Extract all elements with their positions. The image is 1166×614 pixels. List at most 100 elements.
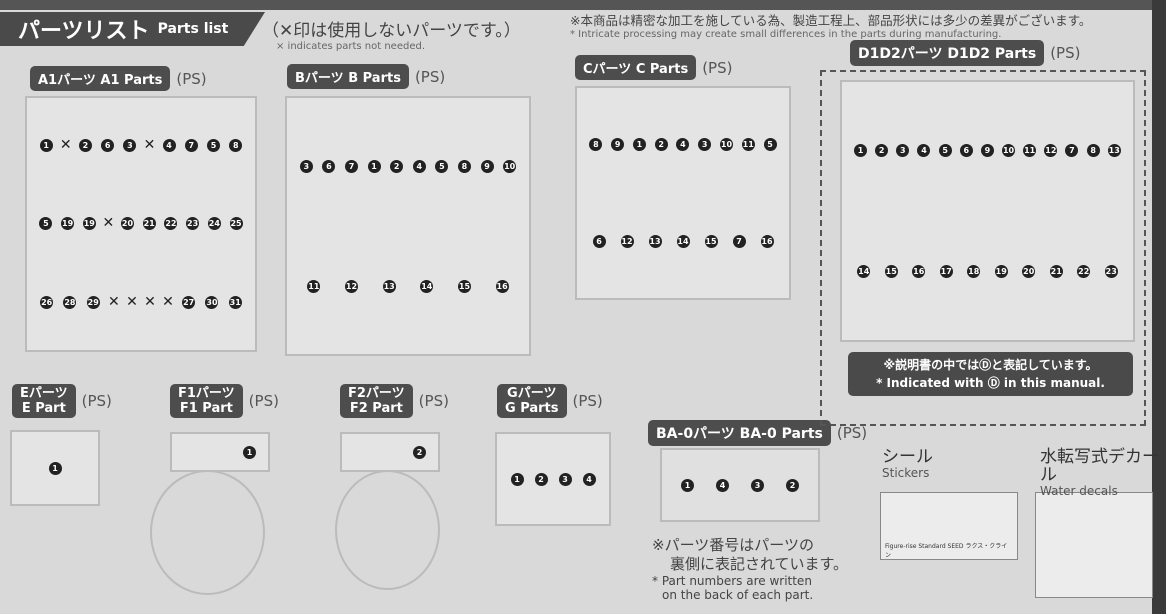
- part-number: 1: [854, 144, 868, 157]
- part-number: 19: [994, 265, 1008, 278]
- part-number: 10: [503, 159, 517, 173]
- part-number: 6: [101, 138, 115, 152]
- part-number: 12: [1044, 144, 1058, 157]
- section-label-b: Bパーツ B Parts(PS): [287, 64, 445, 89]
- label-jp: F2パーツ: [348, 386, 405, 401]
- part-number: 10: [1002, 144, 1016, 157]
- label-en: D1D2 Parts: [947, 46, 1037, 62]
- material: (PS): [1050, 44, 1081, 62]
- label-en: E Part: [21, 401, 66, 416]
- top-band: [0, 0, 1166, 10]
- label-jp: Eパーツ: [20, 386, 68, 401]
- page-title: パーツリスト Parts list: [0, 12, 265, 46]
- material: (PS): [176, 69, 207, 88]
- part-number: 28: [63, 296, 77, 310]
- part-number: 7: [184, 138, 198, 152]
- part-number: 13: [382, 279, 396, 293]
- label-jp: F1パーツ: [178, 386, 235, 401]
- section-label-c: Cパーツ C Parts(PS): [575, 55, 732, 80]
- part-number: 9: [611, 138, 625, 151]
- part-number: 4: [162, 138, 176, 152]
- note-jp-2: 裏側に表記されています。: [670, 555, 849, 573]
- label-jp: BA-0パーツ: [656, 426, 735, 442]
- part-number: 31: [228, 296, 242, 310]
- unused-mark: ✕: [108, 294, 120, 311]
- part-number: 4: [582, 472, 596, 486]
- label-jp: A1パーツ: [38, 73, 96, 88]
- part-number: 2: [78, 138, 92, 152]
- part-number: 1: [48, 461, 62, 475]
- label-jp: Gパーツ: [507, 386, 557, 401]
- runner-f2: 2: [340, 432, 440, 472]
- part-number: 5: [39, 217, 53, 231]
- part-number: 2: [875, 144, 889, 157]
- part-number: 24: [207, 217, 221, 231]
- unused-mark: ✕: [144, 294, 156, 311]
- part-number: 1: [367, 159, 381, 173]
- part-number: 1: [243, 446, 256, 459]
- part-number: 7: [344, 159, 358, 173]
- material: (PS): [81, 392, 112, 410]
- part-number: 6: [959, 144, 973, 157]
- part-number: 7: [1065, 144, 1079, 157]
- label-jp: Bパーツ: [295, 71, 344, 86]
- part-number: 2: [390, 159, 404, 173]
- part-number: 1: [681, 478, 694, 492]
- d1d2-dashed-frame: [820, 70, 1146, 426]
- part-number: 3: [299, 159, 313, 173]
- part-number: 2: [654, 138, 668, 151]
- part-number: 1: [632, 138, 646, 151]
- part-number: 18: [967, 265, 981, 278]
- note-en-1: * Part numbers are written: [652, 574, 812, 588]
- part-number: 4: [676, 138, 690, 151]
- part-number: 21: [142, 217, 156, 231]
- stickers-jp: シール: [882, 447, 933, 467]
- part-number: 22: [1077, 265, 1091, 278]
- part-number: 22: [164, 217, 178, 231]
- part-number: 6: [592, 235, 606, 248]
- precision-note-jp: ※本商品は精密な加工を施している為、製造工程上、部品形状には多少の差異がございま…: [570, 13, 1092, 28]
- section-label-ba0: BA-0パーツ BA-0 Parts(PS): [648, 420, 867, 446]
- label-en: B Parts: [348, 71, 401, 86]
- part-number: 29: [86, 296, 100, 310]
- part-number: 9: [980, 144, 994, 157]
- part-number: 8: [457, 159, 471, 173]
- part-number: 3: [751, 478, 764, 492]
- label-en: F1 Part: [179, 401, 233, 416]
- material: (PS): [572, 392, 603, 410]
- part-number: 7: [732, 235, 746, 248]
- decal-sheet: [1035, 492, 1153, 598]
- part-number: 15: [884, 265, 898, 278]
- note-jp-1: ※パーツ番号はパーツの: [652, 536, 814, 554]
- part-number: 5: [207, 138, 221, 152]
- unused-mark: ✕: [102, 215, 115, 232]
- flower-part-f2: [335, 470, 440, 590]
- precision-note-en: * Intricate processing may create small …: [570, 29, 1002, 40]
- part-number: 8: [589, 138, 603, 151]
- unused-note-en: × indicates parts not needed.: [276, 41, 426, 52]
- title-jp: パーツリスト: [18, 19, 150, 44]
- part-number: 12: [620, 235, 634, 248]
- part-number: 1: [39, 138, 53, 152]
- label-en: F2 Part: [349, 401, 403, 416]
- title-en: Parts list: [157, 21, 229, 37]
- decals-jp: 水転写式デカール: [1040, 447, 1159, 485]
- unused-mark: ✕: [126, 294, 138, 311]
- part-number: 9: [480, 159, 494, 173]
- part-number: 14: [676, 235, 690, 248]
- part-number: 23: [186, 217, 200, 231]
- unused-mark: ✕: [59, 136, 72, 153]
- part-number: 13: [648, 235, 662, 248]
- part-number: 30: [205, 296, 219, 310]
- part-number: 14: [420, 279, 434, 293]
- part-number: 2: [413, 446, 426, 459]
- note-jp: ※説明書の中ではⒹと表記しています。: [883, 358, 1098, 372]
- part-number: 3: [896, 144, 910, 157]
